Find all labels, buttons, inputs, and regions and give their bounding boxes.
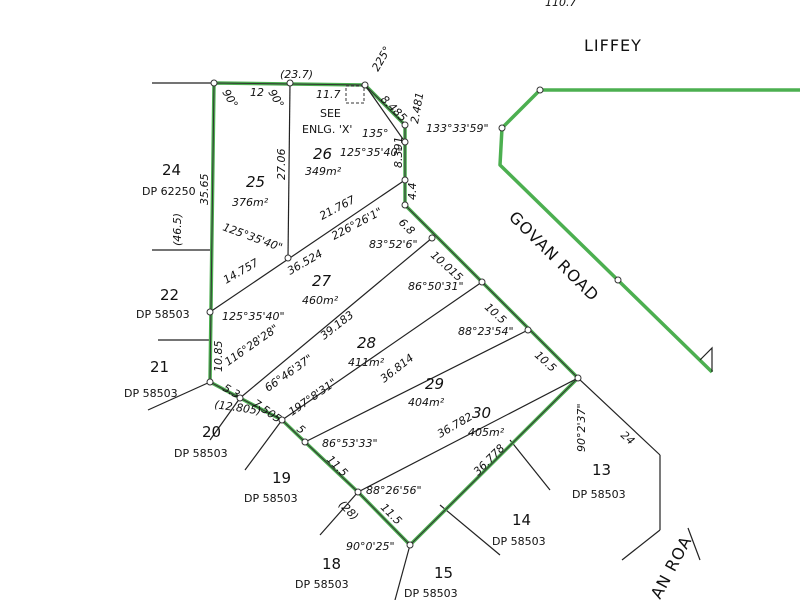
neighbour-21-lot: 21 [150,358,169,376]
dim-88-26: 88°26'56" [366,484,422,497]
lot-28-area: 411m² [348,356,385,369]
neighbour-13-lot: 13 [592,461,611,479]
dim-90b: 90° [265,87,286,110]
neighbour-18-dp: DP 58503 [295,578,349,591]
road-label-govan: GOVAN ROAD [505,207,603,305]
survey-points [206,79,622,549]
neighbour-19-dp: DP 58503 [244,492,298,505]
dim-90-0: 90°0'25" [346,540,395,553]
neighbour-lines [147,82,661,600]
see-note-line2: ENLG. 'X' [302,123,352,136]
neighbour-22-dp: DP 58503 [136,308,190,321]
neighbour-20-dp: DP 58503 [174,447,228,460]
dim-39-183: 39.183 [318,308,356,342]
dim-90-2: 90°2'37" [575,403,588,452]
dim-125b: 125°35'40" [221,221,284,255]
dim-28: (28) [336,498,361,523]
lot-lines [209,82,579,493]
dim-4-4: 4.4 [406,183,419,201]
dim-35-65: 35.65 [198,174,211,206]
road-label-liffey: LIFFEY [584,36,642,55]
govan-road-edges [498,88,800,561]
dim-10-015: 10.015 [428,249,465,284]
dim-8-391: 8.391 [392,137,405,169]
dim-90a: 90° [219,87,240,110]
dim-8-485: 8.485 [378,93,409,124]
neighbour-13-dp: DP 58503 [572,488,626,501]
neighbour-20-lot: 20 [202,423,221,441]
see-note-line1: SEE [320,107,341,120]
neighbour-24-lot: 24 [162,161,181,179]
lot-26-number: 26 [313,145,332,163]
dim-83: 83°52'6" [369,238,418,251]
dim-46-5: (46.5) [171,213,184,246]
neighbour-18-lot: 18 [322,555,341,573]
dim-116: 116°28'28" [222,322,281,369]
lot-27-number: 27 [312,272,332,290]
dim-225: 225° [369,44,394,73]
dim-88-23: 88°23'54" [458,325,514,338]
lot-26-area: 349m² [305,165,342,178]
dim-11-5a: 11.5 [324,453,351,480]
lot-25-area: 376m² [232,196,269,209]
lot-27-area: 460m² [302,294,339,307]
dim-21-767: 21.767 [317,193,357,223]
dim-133: 133°33'59" [426,122,489,135]
dim-86-53: 86°53'33" [322,437,378,450]
dim-6-8: 6.8 [396,216,418,238]
neighbour-24-dp: DP 62250 [142,185,196,198]
lot-30-area: 405m² [468,426,505,439]
dim-135: 135° [362,127,389,140]
neighbour-15-dp: DP 58503 [404,587,458,600]
lot-29-number: 29 [425,375,444,393]
dim-12: 12 [250,86,264,99]
dim-197: 197°8'31" [286,376,339,419]
neighbour-15-lot: 15 [434,564,453,582]
neighbour-14-lot: 14 [512,511,531,529]
neighbour-19-lot: 19 [272,469,291,487]
dim-12-805: (12.805) [214,398,262,417]
dim-10-85: 10.85 [212,341,225,373]
dimension-labels: (23.7) 12 11.7 90° 90° 225° 8.485 2.481 … [171,44,637,553]
dim-2-481: 2.481 [408,91,426,124]
lot-29-area: 404m² [408,396,445,409]
dim-125a: 125°35'40" [340,146,403,159]
dim-27-06: 27.06 [275,149,288,181]
dim-11-7: 11.7 [316,88,341,101]
lot-25-number: 25 [246,173,265,191]
lot-30-number: 30 [472,404,491,422]
neighbour-21-dp: DP 58503 [124,387,178,400]
dim-23-7: (23.7) [280,68,313,81]
neighbour-22-lot: 22 [160,286,179,304]
top-partial-label: 110.7 [545,0,577,9]
dim-36-778: 36.778 [471,442,507,478]
dim-125c: 125°35'40" [222,310,285,323]
lot-28-number: 28 [357,334,376,352]
dim-86-50: 86°50'31" [408,280,464,293]
neighbour-14-dp: DP 58503 [492,535,546,548]
road-label-govan-partial: AN ROA [647,533,696,600]
subject-boundary [208,81,580,547]
